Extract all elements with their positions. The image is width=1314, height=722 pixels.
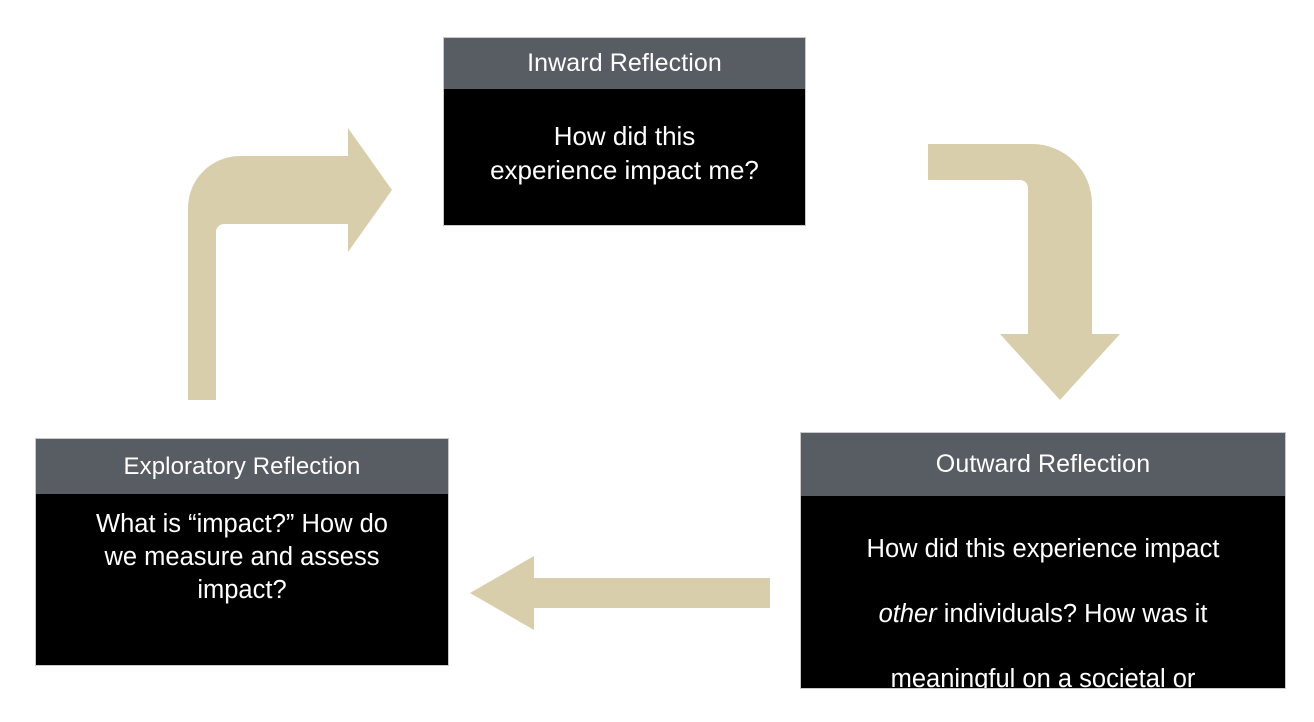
outward-body-emphasis: other <box>878 599 937 628</box>
arrow-right-down-icon <box>928 144 1120 400</box>
node-inward-reflection-body: How did this experience impact me? <box>444 89 805 225</box>
node-inward-reflection[interactable]: Inward Reflection How did this experienc… <box>443 37 806 226</box>
arrow-up-right-icon <box>188 128 392 400</box>
arrow-left-icon <box>470 556 770 630</box>
outward-body-line-3: meaningful on a societal or <box>890 665 1196 689</box>
outward-body-line-2: individuals? How was it <box>936 599 1208 628</box>
node-exploratory-reflection-header: Exploratory Reflection <box>36 439 448 494</box>
node-outward-reflection-body: How did this experience impact other ind… <box>801 496 1285 689</box>
node-outward-reflection[interactable]: Outward Reflection How did this experien… <box>800 432 1286 689</box>
node-exploratory-reflection[interactable]: Exploratory Reflection What is “impact?”… <box>35 438 449 666</box>
node-outward-reflection-header: Outward Reflection <box>801 433 1285 496</box>
node-exploratory-reflection-body: What is “impact?” How do we measure and … <box>36 494 448 665</box>
node-inward-reflection-header: Inward Reflection <box>444 38 805 89</box>
outward-body-line-1: How did this experience impact <box>866 534 1220 563</box>
